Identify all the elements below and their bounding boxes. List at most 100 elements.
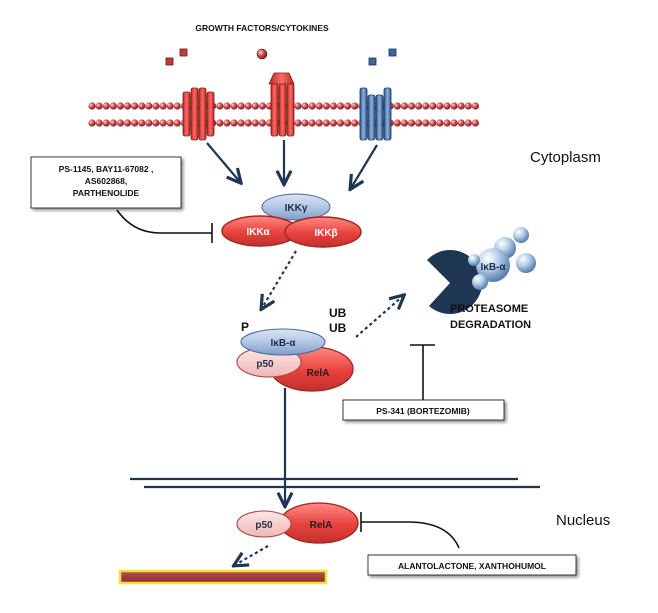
ligands [165,48,397,66]
ikb-label: IκB-α [270,338,296,349]
proteasome-inhibitor-box [342,399,505,421]
ligand-red-circle [256,48,268,60]
ligand-blue-square [368,57,377,66]
membrane-bead [351,119,359,127]
membrane-bead [173,102,181,110]
membrane-bead [258,102,266,110]
membrane-bead [336,102,345,110]
membrane-bead [422,102,430,110]
proteasome-pacman [427,250,483,315]
membrane-bead [145,119,153,127]
ikk-inhibitor-line-3: PARTHENOLIDE [73,188,140,198]
ikk-beta-oval [284,216,362,248]
ikk-beta-label: IKKβ [314,228,337,239]
nuclear-complex [236,502,359,544]
membrane-bead [322,119,330,127]
membrane-bead [116,119,124,127]
membrane-bead [88,102,96,110]
proteasome-inhibitor-label: PS-341 (BORTEZOMIB) [376,406,470,416]
membrane-bead [308,102,316,110]
membrane-bead [244,119,252,127]
membrane-bead [351,102,359,110]
membrane-bead [407,102,416,110]
membrane-bead [251,119,259,127]
complex-to-proteasome-arrow [355,296,403,338]
ligand-red-square [179,48,188,57]
membrane-bead [301,119,309,127]
membrane-bead [464,119,472,127]
rela-label: RelA [307,368,330,379]
membrane-bead [138,119,146,127]
membrane-bead [230,102,238,110]
ikk-inhibitor-line-2: AS602868, [85,176,128,186]
membrane-bead [329,102,337,110]
membrane-bead [322,102,330,110]
membrane-bead [166,119,174,127]
membrane-bead [436,102,444,110]
complex-to-dna-arrow [235,545,269,565]
membrane-bead [301,102,309,110]
ikk-inhibition-line [116,209,213,243]
ikk-gamma-label: IKKγ [285,203,308,214]
membrane-bead [258,119,266,127]
membrane-bead [429,119,437,127]
membrane-bead [102,119,110,127]
nucleus-label: Nucleus [556,512,610,529]
membrane-bead [429,102,437,110]
ikk-alpha-label: IKKα [246,227,270,238]
membrane-bead [123,119,132,127]
membrane-bead [450,102,458,110]
membrane-bead [102,102,110,110]
membrane-bead [237,102,245,110]
membrane-bead [336,119,345,127]
ikb-fragments [468,227,536,290]
membrane-bead [109,102,117,110]
membrane-bead [95,119,103,127]
membrane-bead [223,102,231,110]
title-label: GROWTH FACTORS/CYTOKINES [195,23,329,33]
membrane-bead [450,119,458,127]
membrane-bead [344,102,352,110]
membrane-bead [159,102,167,110]
ikk-complex [221,193,362,248]
membrane-bead [415,119,423,127]
membrane-bead [315,102,323,110]
membrane-bead [471,119,479,127]
membrane-bead [415,102,423,110]
membrane-bead [457,119,465,127]
membrane-bead [244,102,252,110]
nuclear-p50-label: p50 [255,520,273,531]
membrane-bead [436,119,444,127]
membrane-bead [230,119,238,127]
membrane-bead [216,119,224,127]
ikk-gamma-oval [261,193,331,221]
membrane-bead [223,119,231,127]
membrane-bead [131,119,139,127]
membrane-bead [138,102,146,110]
receptor-middle [268,72,295,137]
membrane-bead [109,119,117,127]
membrane-bead [422,119,430,127]
membrane-bead [116,102,124,110]
membrane-bead [393,119,401,127]
membrane-bead [152,102,160,110]
ikk-inhibitor-box [30,156,182,209]
nuclear-membrane [130,477,540,489]
membrane-bead [131,102,139,110]
membrane-bead [308,119,316,127]
membrane-bead [159,119,167,127]
proteasome-inhibition-line [410,344,435,400]
nuclear-p50-oval [236,510,292,538]
nuclear-inhibitor-box [367,554,577,576]
proteasome-label-2: DEGRADATION [450,319,531,331]
membrane-bead [294,119,302,127]
membrane-bead [237,119,245,127]
ikb-fragment-label: IκB-α [480,262,506,273]
membrane-bead [166,102,174,110]
membrane-bead [400,102,408,110]
ligand-blue-square [388,48,397,57]
cytoplasm-label: Cytoplasm [530,149,601,166]
dna-bar [118,569,328,585]
membrane-bead [443,102,451,110]
